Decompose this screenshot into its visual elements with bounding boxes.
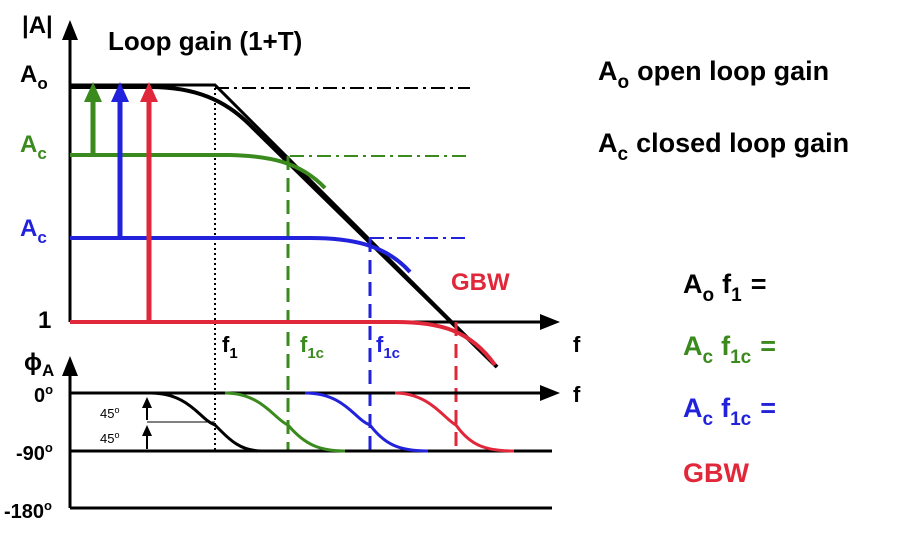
green-f1c-label: f1c bbox=[300, 332, 324, 362]
green-closed-loop-curve bbox=[70, 153, 327, 190]
phase-axis-label: ϕA bbox=[24, 349, 54, 380]
phase-tick-0: 0o bbox=[34, 382, 53, 407]
open-loop-gain-label: Ao bbox=[20, 61, 48, 93]
phase-y-axis-arrow bbox=[62, 356, 78, 376]
gbw-marker-label: GBW bbox=[451, 269, 510, 296]
phase-step-lower-label: 45o bbox=[100, 430, 119, 446]
phase-tick-minus180: -180o bbox=[4, 498, 52, 523]
diagram-title: Loop gain (1+T) bbox=[108, 26, 302, 56]
blue-closed-loop-curve bbox=[70, 236, 412, 274]
green-gain-arrowhead bbox=[84, 82, 102, 102]
magnitude-y-axis-arrow bbox=[62, 20, 78, 40]
phase-45-arrowhead-upper bbox=[142, 397, 152, 408]
blue-closed-gain-label: Ac bbox=[20, 215, 47, 247]
blue-phase-curve bbox=[304, 391, 429, 453]
magnitude-axis-label: |A| bbox=[22, 12, 53, 39]
green-phase-curve bbox=[224, 391, 346, 453]
unity-gain-label: 1 bbox=[38, 307, 51, 334]
red-phase-curve bbox=[394, 391, 515, 453]
magnitude-frequency-label: f bbox=[573, 332, 581, 357]
equation-gbw: GBW bbox=[683, 458, 750, 488]
blue-gain-arrowhead bbox=[111, 82, 129, 102]
black-phase-curve bbox=[149, 391, 263, 453]
open-loop-gain-curve bbox=[70, 85, 499, 369]
phase-frequency-label: f bbox=[573, 382, 581, 407]
magnitude-x-axis-arrow bbox=[540, 314, 560, 330]
phase-tick-minus90: -90o bbox=[16, 440, 53, 465]
red-unity-gain-curve bbox=[70, 320, 497, 367]
phase-step-upper-label: 45o bbox=[100, 405, 119, 421]
green-closed-gain-label: Ac bbox=[20, 131, 47, 163]
phase-45-arrowhead-lower bbox=[142, 425, 152, 436]
f1-label: f1 bbox=[222, 332, 238, 362]
red-gain-arrowhead bbox=[140, 82, 158, 102]
blue-f1c-label: f1c bbox=[376, 332, 400, 362]
phase-zero-axis-arrow bbox=[540, 385, 560, 401]
